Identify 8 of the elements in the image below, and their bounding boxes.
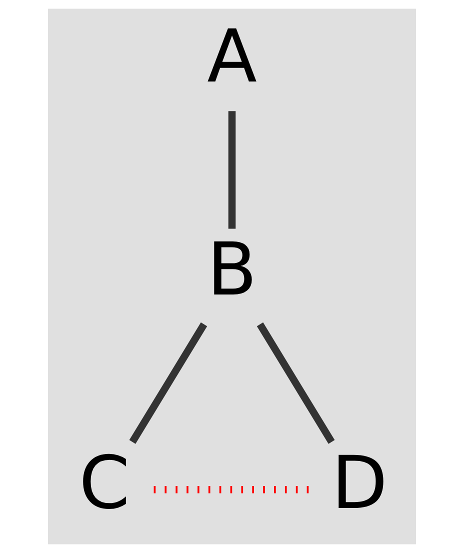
node-text: D xyxy=(331,440,388,526)
connector xyxy=(129,322,208,444)
node-text: C xyxy=(79,440,130,526)
connector xyxy=(228,111,236,229)
node-text: A xyxy=(207,14,257,100)
connector xyxy=(256,322,335,444)
node-text: B xyxy=(207,228,257,313)
connector xyxy=(154,486,310,494)
